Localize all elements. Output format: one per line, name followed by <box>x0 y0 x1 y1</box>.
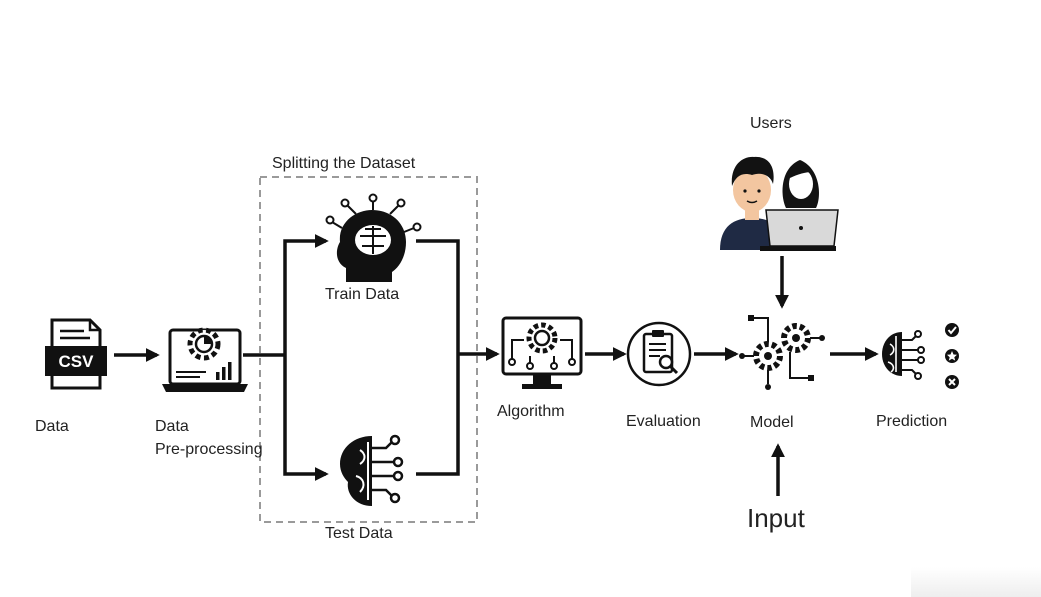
csv-file-icon: CSV <box>45 318 107 390</box>
corner-shadow <box>911 567 1041 597</box>
label-train-data: Train Data <box>325 286 400 303</box>
prediction-brain-icon <box>882 330 925 380</box>
algorithm-monitor-icon <box>501 316 583 389</box>
label-users: Users <box>750 115 792 132</box>
line-train-out <box>416 239 460 354</box>
brain-test-icon <box>340 434 404 506</box>
label-input: Input <box>747 503 805 533</box>
split-dataset-box <box>259 176 478 523</box>
label-data: Data <box>35 418 69 435</box>
arrow-split-to-train <box>283 234 329 355</box>
label-preprocessing-line2: Pre-processing <box>155 441 263 458</box>
label-prediction: Prediction <box>876 413 948 430</box>
label-evaluation: Evaluation <box>626 413 701 430</box>
label-split-group: Splitting the Dataset <box>272 155 416 172</box>
cross-icon <box>945 375 959 389</box>
model-gears-icon <box>739 315 825 390</box>
preprocessing-laptop-icon <box>162 327 248 392</box>
brain-train-icon <box>325 193 422 282</box>
users-icon <box>720 156 839 251</box>
label-algorithm: Algorithm <box>497 403 565 420</box>
label-test-data: Test Data <box>325 525 393 542</box>
arrow-split-to-test <box>283 355 329 481</box>
check-icon <box>945 323 959 337</box>
connectors <box>114 234 879 496</box>
label-model: Model <box>750 414 794 431</box>
evaluation-clipboard-icon <box>626 321 692 387</box>
star-icon <box>945 349 959 363</box>
line-test-out <box>416 354 460 476</box>
label-preprocessing-line1: Data <box>155 418 189 435</box>
csv-badge-label: CSV <box>59 352 95 371</box>
